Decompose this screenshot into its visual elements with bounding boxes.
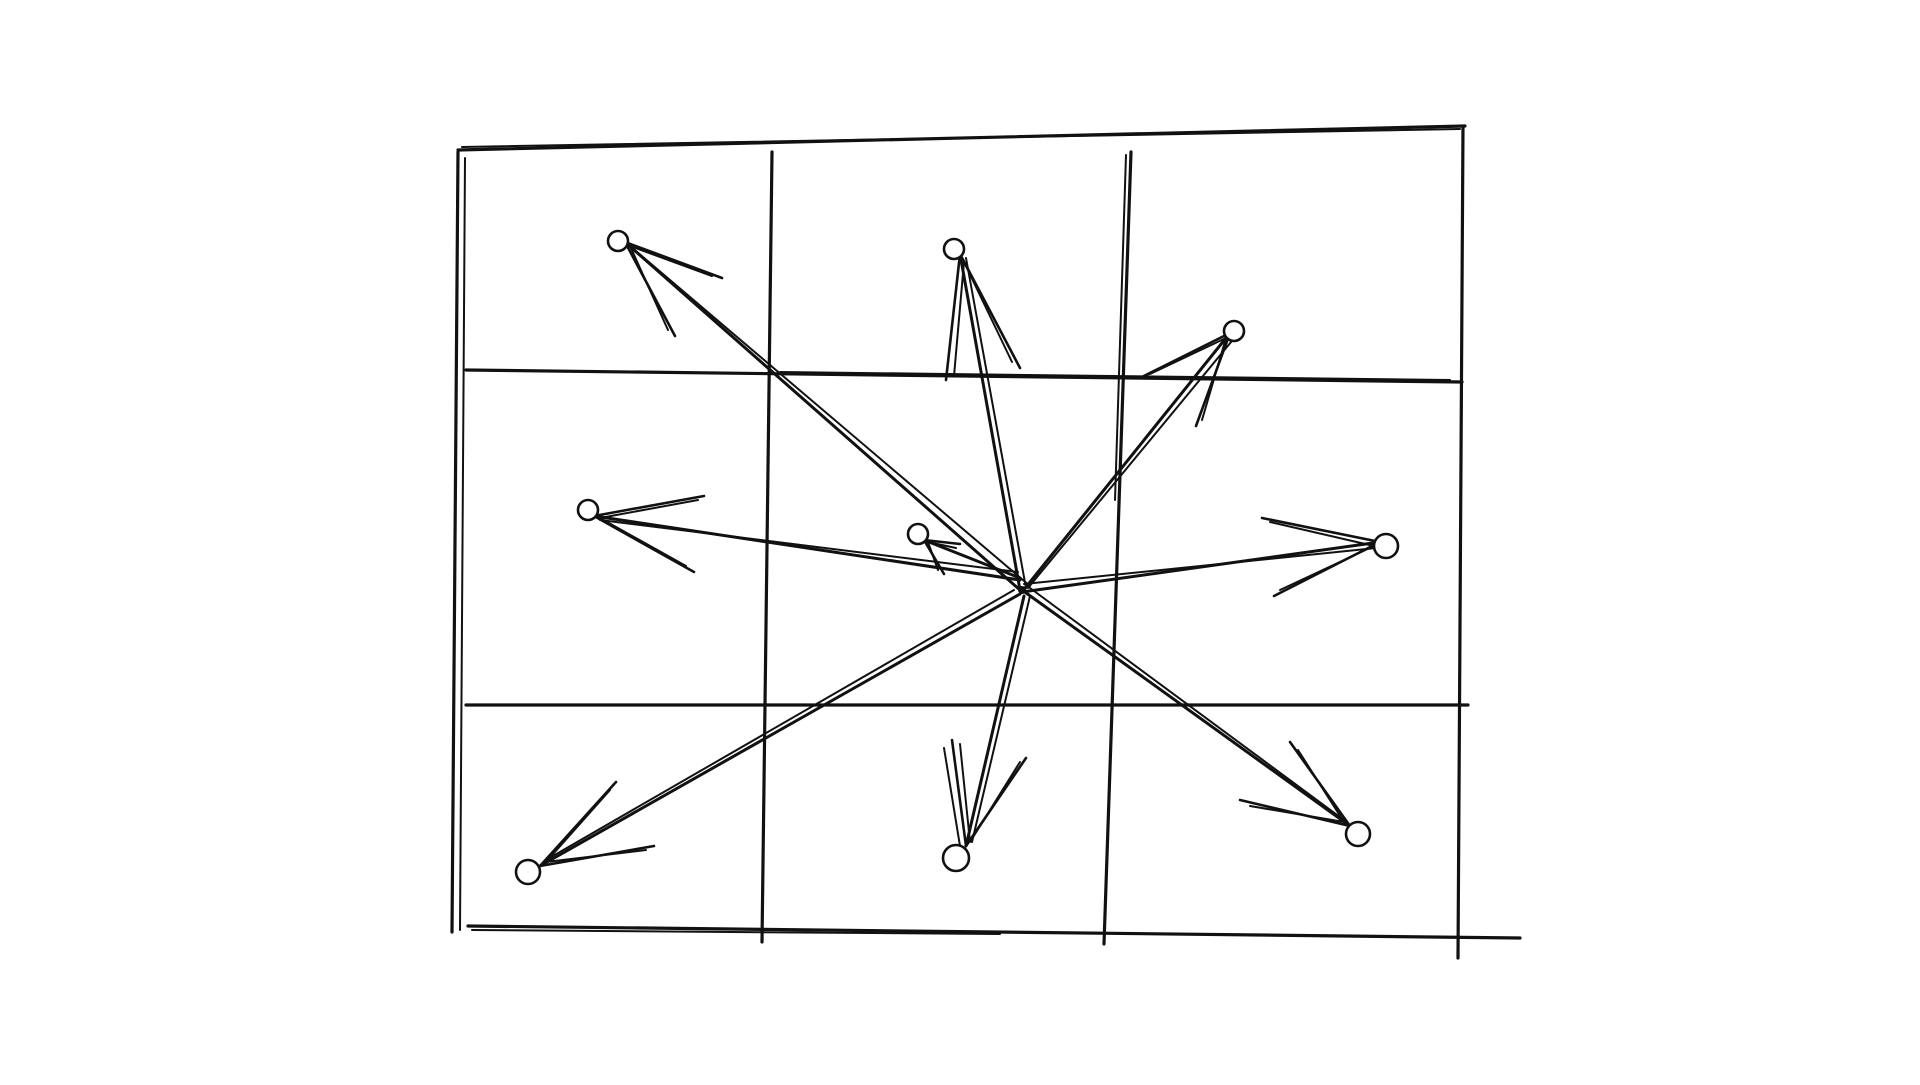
arrow-middle-center [906, 522, 1022, 580]
grid-horizontal-1 [464, 368, 1464, 384]
arrowhead-bottom-left-stroke2 [545, 789, 647, 863]
endpoint-dot-bottom-center [941, 843, 971, 873]
arrows [514, 229, 1400, 886]
arrowhead-bottom-center-stroke3 [943, 747, 961, 847]
endpoint-dot-top-right [1222, 319, 1246, 343]
arrow-top-left [606, 229, 1031, 592]
arrow-shaft-top-left [623, 240, 1022, 592]
endpoint-dot-middle-right [1372, 532, 1400, 560]
arrow-bottom-left [514, 589, 1022, 886]
arrow-shaft-middle-center [922, 538, 1022, 580]
arrow-shaft-top-left-stroke2 [629, 245, 1031, 587]
arrow-shaft-middle-left-stroke2 [599, 519, 1019, 573]
arrowhead-middle-center-stroke2 [927, 541, 957, 571]
endpoint-dot-middle-center [906, 522, 930, 546]
arrow-bottom-right [1020, 587, 1372, 848]
arrow-shaft-top-center [958, 252, 1022, 592]
frame-bottom-edge [466, 924, 1522, 940]
endpoint-dot-top-left [606, 229, 630, 253]
frame-left-edge-stroke2 [459, 157, 466, 931]
endpoint-dot-bottom-left [514, 858, 542, 886]
arrow-shaft-top-right-stroke2 [1027, 335, 1237, 589]
grid-horizontal-1-stroke2 [779, 371, 1451, 381]
arrow-shaft-bottom-left-stroke2 [545, 589, 1015, 861]
arrow-shaft-bottom-center-stroke2 [971, 595, 1031, 843]
grid-vertical-2 [1102, 150, 1133, 946]
arrow-middle-left [576, 494, 1022, 582]
arrow-shaft-middle-right-stroke2 [1023, 547, 1377, 585]
grid-vertical-2-stroke2 [1114, 154, 1127, 501]
arrow-top-right [1020, 319, 1246, 594]
endpoint-dot-bottom-right [1344, 820, 1372, 848]
arrow-bottom-center [941, 594, 1031, 873]
arrow-shaft-top-center-stroke2 [965, 257, 1027, 589]
arrowhead-top-left-stroke2 [629, 245, 713, 331]
arrow-top-center [942, 237, 1027, 592]
arrow-shaft-bottom-left [538, 592, 1022, 868]
arrowhead-middle-left [592, 494, 706, 574]
arrowhead-bottom-center-stroke2 [959, 743, 1021, 843]
arrowhead-top-center-stroke2 [953, 261, 1013, 377]
grid-vertical-1 [760, 150, 774, 944]
frame-right-edge [1456, 124, 1465, 960]
arrow-shaft-bottom-right-stroke2 [1029, 587, 1345, 821]
arrow-shaft-middle-left [592, 514, 1022, 582]
endpoint-dot-top-center [942, 237, 966, 261]
arrow-shaft-top-right [1020, 331, 1232, 594]
arrowhead-middle-left-stroke2 [599, 499, 699, 567]
arrow-middle-right [1020, 516, 1400, 598]
arrowhead-bottom-right-stroke2 [1249, 749, 1345, 823]
arrowhead-bottom-center [950, 738, 1028, 848]
endpoint-dot-middle-left [576, 498, 600, 522]
center-hub [1018, 586, 1026, 594]
arrow-shaft-bottom-center [964, 594, 1026, 848]
arrow-shaft-bottom-right [1020, 588, 1352, 828]
frame-bottom-edge-stroke2 [471, 929, 1001, 935]
arrow-shaft-middle-right [1020, 540, 1382, 594]
frame-top-edge-stroke2 [461, 128, 1461, 148]
grid-lines [464, 150, 1470, 946]
arrowhead-top-center [944, 252, 1022, 382]
frame-left-edge [450, 150, 460, 934]
outer-frame [450, 124, 1522, 960]
